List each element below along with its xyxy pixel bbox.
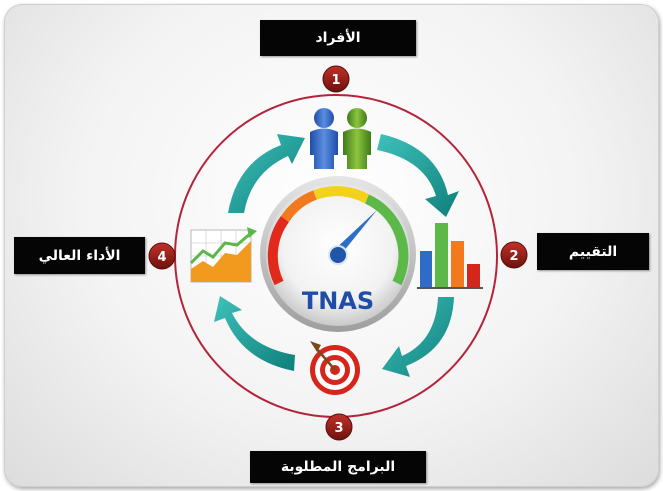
growth-chart-icon <box>189 227 257 283</box>
svg-text:4: 4 <box>157 250 166 265</box>
target-icon <box>310 341 360 395</box>
step-badge-4: 4 <box>148 242 176 270</box>
arrow-1-to-2 <box>377 134 459 217</box>
center-title: TNAS <box>302 287 374 315</box>
step-badge-3: 3 <box>325 413 353 441</box>
arrow-4-to-1 <box>228 134 305 213</box>
step-label-1: الأفراد <box>260 20 416 56</box>
cycle-arrows <box>214 134 459 377</box>
diagram-frame: TNAS <box>4 4 659 487</box>
svg-text:2: 2 <box>509 249 518 264</box>
step-label-3: البرامج المطلوبة <box>250 451 426 483</box>
step-badge-1: 1 <box>322 65 350 93</box>
bar-chart-icon <box>417 223 483 289</box>
step-label-4: الأداء العالي <box>14 237 145 274</box>
arrow-3-to-4 <box>214 296 295 371</box>
svg-text:1: 1 <box>331 73 340 88</box>
people-icon <box>310 108 371 169</box>
arrow-2-to-3 <box>382 297 454 377</box>
gauge-needle <box>333 210 377 257</box>
center-gauge: TNAS <box>260 176 416 332</box>
tnas-cycle-diagram: TNAS <box>148 65 528 441</box>
step-label-2: التقييم <box>537 233 649 270</box>
gauge-hub <box>328 245 348 265</box>
step-badge-2: 2 <box>500 241 528 269</box>
svg-text:3: 3 <box>334 421 343 436</box>
